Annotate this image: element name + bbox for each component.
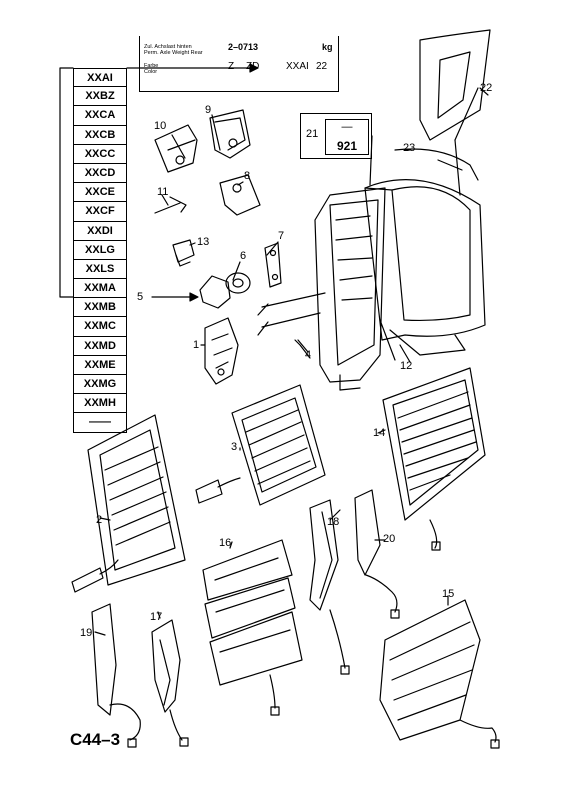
label-z: Z	[228, 61, 235, 72]
part-5-knob	[199, 275, 231, 309]
part-7-plate	[264, 242, 282, 288]
code-cell: XXLG	[73, 240, 127, 260]
part-2-connector	[71, 567, 104, 593]
callout-2: 2	[96, 514, 103, 526]
callout-10: 10	[154, 120, 167, 132]
code-cell: XXMG	[73, 375, 127, 395]
callout-1: 1	[193, 339, 200, 351]
callout-8: 8	[244, 170, 251, 182]
part-8-block	[219, 174, 261, 216]
label-zd: ZD	[246, 61, 260, 72]
part-1-mechanism	[204, 317, 239, 385]
callout-12: 12	[400, 360, 413, 372]
paint-text-line1: Farbe	[144, 63, 159, 69]
code-cell: XXME	[73, 355, 127, 375]
part-23-wire	[394, 148, 479, 181]
part-9-block	[209, 109, 251, 159]
part-22-trim	[419, 29, 491, 141]
callout-15: 15	[442, 588, 455, 600]
callout-5: 5	[137, 291, 144, 303]
callout-6: 6	[240, 250, 247, 262]
part-6-washer	[225, 272, 251, 294]
part-number-dash: —	[341, 121, 353, 133]
callout-14: 14	[373, 427, 386, 439]
part-3-grid	[231, 384, 326, 506]
code-cell: XXMH	[73, 394, 127, 414]
callout-22: 22	[480, 82, 493, 94]
part-10-block	[154, 124, 198, 173]
callout-11: 11	[157, 186, 169, 198]
callout-19: 19	[80, 627, 93, 639]
code-cell: XXMC	[73, 317, 127, 337]
part-number-box: 21 — 921	[300, 113, 372, 159]
code-cell: XXCE	[73, 183, 127, 203]
axle-text-line1: Zul. Achslast hinten	[144, 44, 192, 50]
seat-back-cushion	[364, 179, 486, 341]
code-cell: XXCD	[73, 163, 127, 184]
diagram-code: C44–3	[70, 730, 121, 749]
part-19-trim	[91, 603, 117, 716]
callout-16: 16	[219, 537, 232, 549]
weight-value: 2–0713	[228, 42, 259, 52]
callout-3: 3	[231, 441, 238, 453]
seat-back-frame	[314, 187, 386, 383]
axle-text-line2: Perm. Axle Weight Rear	[144, 50, 203, 56]
code-cell: XXBZ	[73, 87, 127, 107]
weight-label-plate: Zul. Achslast hinten Perm. Axle Weight R…	[139, 36, 339, 92]
part-14-heating-mat	[382, 367, 486, 521]
part-17-trim	[151, 619, 181, 713]
trim-code-list: XXAI XXBZ XXCA XXCB XXCC XXCD XXCE XXCF …	[73, 68, 127, 433]
part-11-rivet	[154, 196, 187, 214]
callout-23: 23	[403, 142, 416, 154]
part-4-rods	[257, 292, 326, 336]
code-cell: XXLS	[73, 259, 127, 280]
code-cell: XXMD	[73, 336, 127, 356]
callout-7: 7	[278, 230, 285, 242]
code-cell: XXAI	[73, 68, 127, 88]
code-cell: XXCB	[73, 125, 127, 145]
callout-13: 13	[197, 236, 210, 248]
code-cell: XXMA	[73, 279, 127, 299]
part-2-grid	[87, 414, 186, 586]
callout-18: 18	[327, 516, 340, 528]
code-cell: XXCC	[73, 144, 127, 164]
label-code: XXAI	[286, 61, 309, 72]
part-13-nut	[172, 239, 195, 263]
callout-4: 4	[305, 349, 312, 361]
code-cell: XXDI	[73, 221, 127, 241]
part-16-pads	[202, 539, 293, 601]
code-cell: ——	[73, 413, 127, 433]
weight-unit: kg	[322, 42, 333, 52]
callout-20: 20	[383, 533, 396, 545]
part-15-cushion	[379, 599, 481, 741]
label-ref: 22	[316, 61, 328, 72]
part-20-trim	[354, 489, 381, 576]
part-number-ref: 21	[306, 128, 319, 140]
paint-text-line2: Color	[144, 69, 158, 75]
part-3-connector	[195, 479, 223, 504]
code-cell: XXCF	[73, 202, 127, 222]
part-number-value: 921	[336, 139, 358, 153]
part-18-trim	[309, 499, 339, 611]
code-cell: XXCA	[73, 106, 127, 126]
callout-17: 17	[150, 611, 163, 623]
code-cell: XXMB	[73, 298, 127, 318]
code-leader-line	[59, 67, 74, 298]
callout-9: 9	[205, 104, 212, 116]
